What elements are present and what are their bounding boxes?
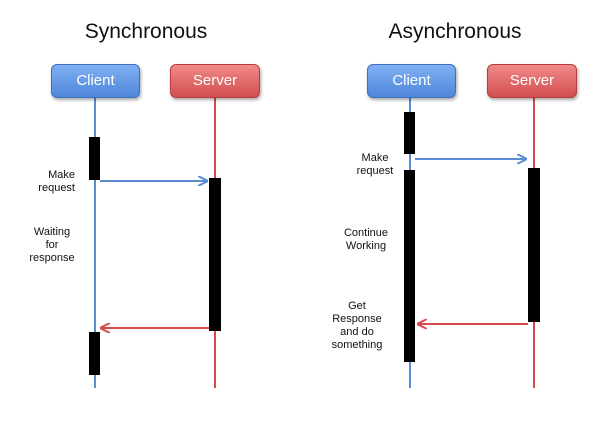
sync-server-activation: [209, 178, 221, 331]
sync-client-activation-2: [89, 332, 100, 375]
async-client-activation-2: [404, 170, 415, 362]
sync-waiting-label: Waiting for response: [29, 226, 75, 264]
sync-client-box: Client: [51, 64, 140, 98]
sync-server-box: Server: [170, 64, 260, 98]
async-continue-label: Continue Working: [343, 227, 389, 252]
async-title: Asynchronous: [388, 20, 522, 43]
async-server-box: Server: [487, 64, 577, 98]
sync-make-request-label: Make request: [38, 169, 75, 194]
sync-title: Synchronous: [84, 20, 208, 43]
async-client-activation-1: [404, 112, 415, 154]
sync-client-activation-1: [89, 137, 100, 180]
async-client-box: Client: [367, 64, 456, 98]
async-get-response-label: Get Response and do something: [331, 300, 383, 351]
async-server-activation: [528, 168, 540, 322]
async-make-request-label: Make request: [356, 152, 394, 177]
